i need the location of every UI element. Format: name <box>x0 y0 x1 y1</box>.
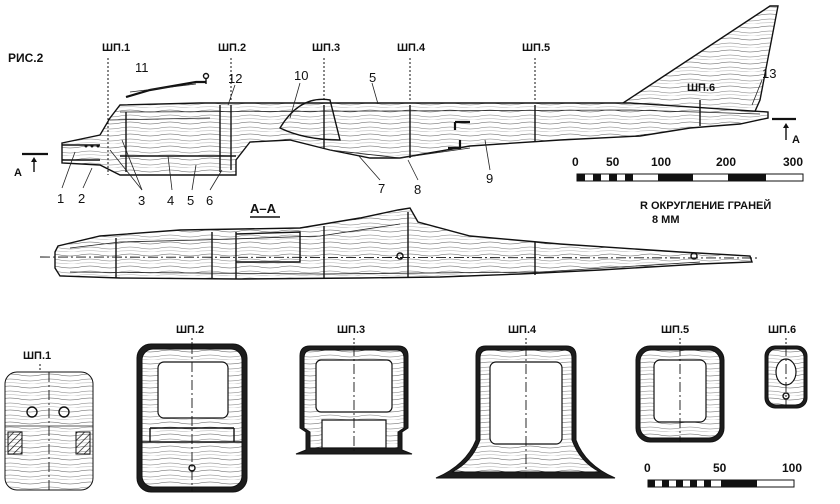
part-number-3: 3 <box>138 193 145 208</box>
canopy-inner <box>129 83 197 93</box>
section-letter-right: A <box>792 134 800 146</box>
section-title: А–А <box>250 201 277 216</box>
section-outline <box>54 207 753 280</box>
part-number-5: 5 <box>187 193 194 208</box>
canopy-screw <box>202 72 210 80</box>
cross-label-5: ШП.5 <box>661 324 689 336</box>
scale-bottom-tick-100: 100 <box>782 461 802 475</box>
section-marker-left <box>22 152 48 172</box>
part-number-7: 7 <box>378 181 385 196</box>
section-letter-left: A <box>14 167 22 179</box>
part-number-12: 12 <box>228 71 242 86</box>
frame-label-1: ШП.1 <box>102 42 130 54</box>
section-tail-hole <box>690 252 698 260</box>
note-line-2: 8 ММ <box>652 214 680 226</box>
part-number-11: 11 <box>135 60 149 75</box>
top-stringer <box>119 109 761 115</box>
scale-bottom-tick-50: 50 <box>713 461 727 475</box>
scale-bar-bottom: 0 50 100 <box>644 461 802 488</box>
frame-label-5: ШП.5 <box>522 42 550 54</box>
cross-label-1: ШП.1 <box>23 350 51 362</box>
side-view: A A ШП.1 ШП.2 ШП.3 ШП.4 ШП.5 ШП.6 1 2 3 … <box>14 5 800 208</box>
part-number-8: 8 <box>414 182 421 197</box>
frame-label-2: ШП.2 <box>218 42 246 54</box>
cross-sections: ШП.1 ШП.2 ШП.3 ШП.4 <box>4 324 808 493</box>
leader-lines <box>61 79 763 191</box>
rivet-2 <box>90 144 94 148</box>
scale-top-tick-300: 300 <box>783 155 803 169</box>
cross-label-6: ШП.6 <box>768 324 796 336</box>
belly-line <box>329 147 471 159</box>
section-inner-walls <box>69 223 701 275</box>
part-number-2: 2 <box>78 191 85 206</box>
part-number-9: 9 <box>486 171 493 186</box>
fuselage-side-outline <box>61 102 769 176</box>
cross-label-4: ШП.4 <box>508 324 537 336</box>
note-line-1: R ОКРУГЛЕНИЕ ГРАНЕЙ <box>640 199 771 212</box>
frame-label-6: ШП.6 <box>687 82 715 94</box>
scale-top-tick-0: 0 <box>572 155 579 169</box>
scale-bar-top: 0 50 100 200 300 <box>572 155 804 182</box>
part-number-6: 6 <box>206 193 213 208</box>
frame-label-4: ШП.4 <box>397 42 426 54</box>
cross-label-2: ШП.2 <box>176 324 204 336</box>
part-number-1: 1 <box>57 191 64 206</box>
scale-top-tick-100: 100 <box>651 155 671 169</box>
scale-top-tick-50: 50 <box>606 155 620 169</box>
part-number-5-top: 5 <box>369 70 376 85</box>
figure-label: РИС.2 <box>8 51 44 65</box>
section-centerline <box>39 256 759 259</box>
section-cutout <box>235 231 301 263</box>
canopy-part <box>125 80 206 99</box>
part-number-10: 10 <box>294 68 308 83</box>
scale-top-tick-200: 200 <box>716 155 736 169</box>
section-a-a-view: А–А <box>39 201 759 280</box>
section-marker-right <box>772 117 796 140</box>
part-number-4: 4 <box>167 193 174 208</box>
rivet-1 <box>84 144 88 148</box>
wing-root-cutout <box>279 98 341 141</box>
frame-label-3: ШП.3 <box>312 42 340 54</box>
cross-label-3: ШП.3 <box>337 324 365 336</box>
bracket <box>448 120 470 150</box>
scale-bottom-tick-0: 0 <box>644 461 651 475</box>
tail-fin <box>617 5 779 119</box>
part-number-13: 13 <box>762 66 776 81</box>
nose-details <box>62 144 100 161</box>
section-hole <box>396 252 404 260</box>
rivet-3 <box>96 144 100 148</box>
